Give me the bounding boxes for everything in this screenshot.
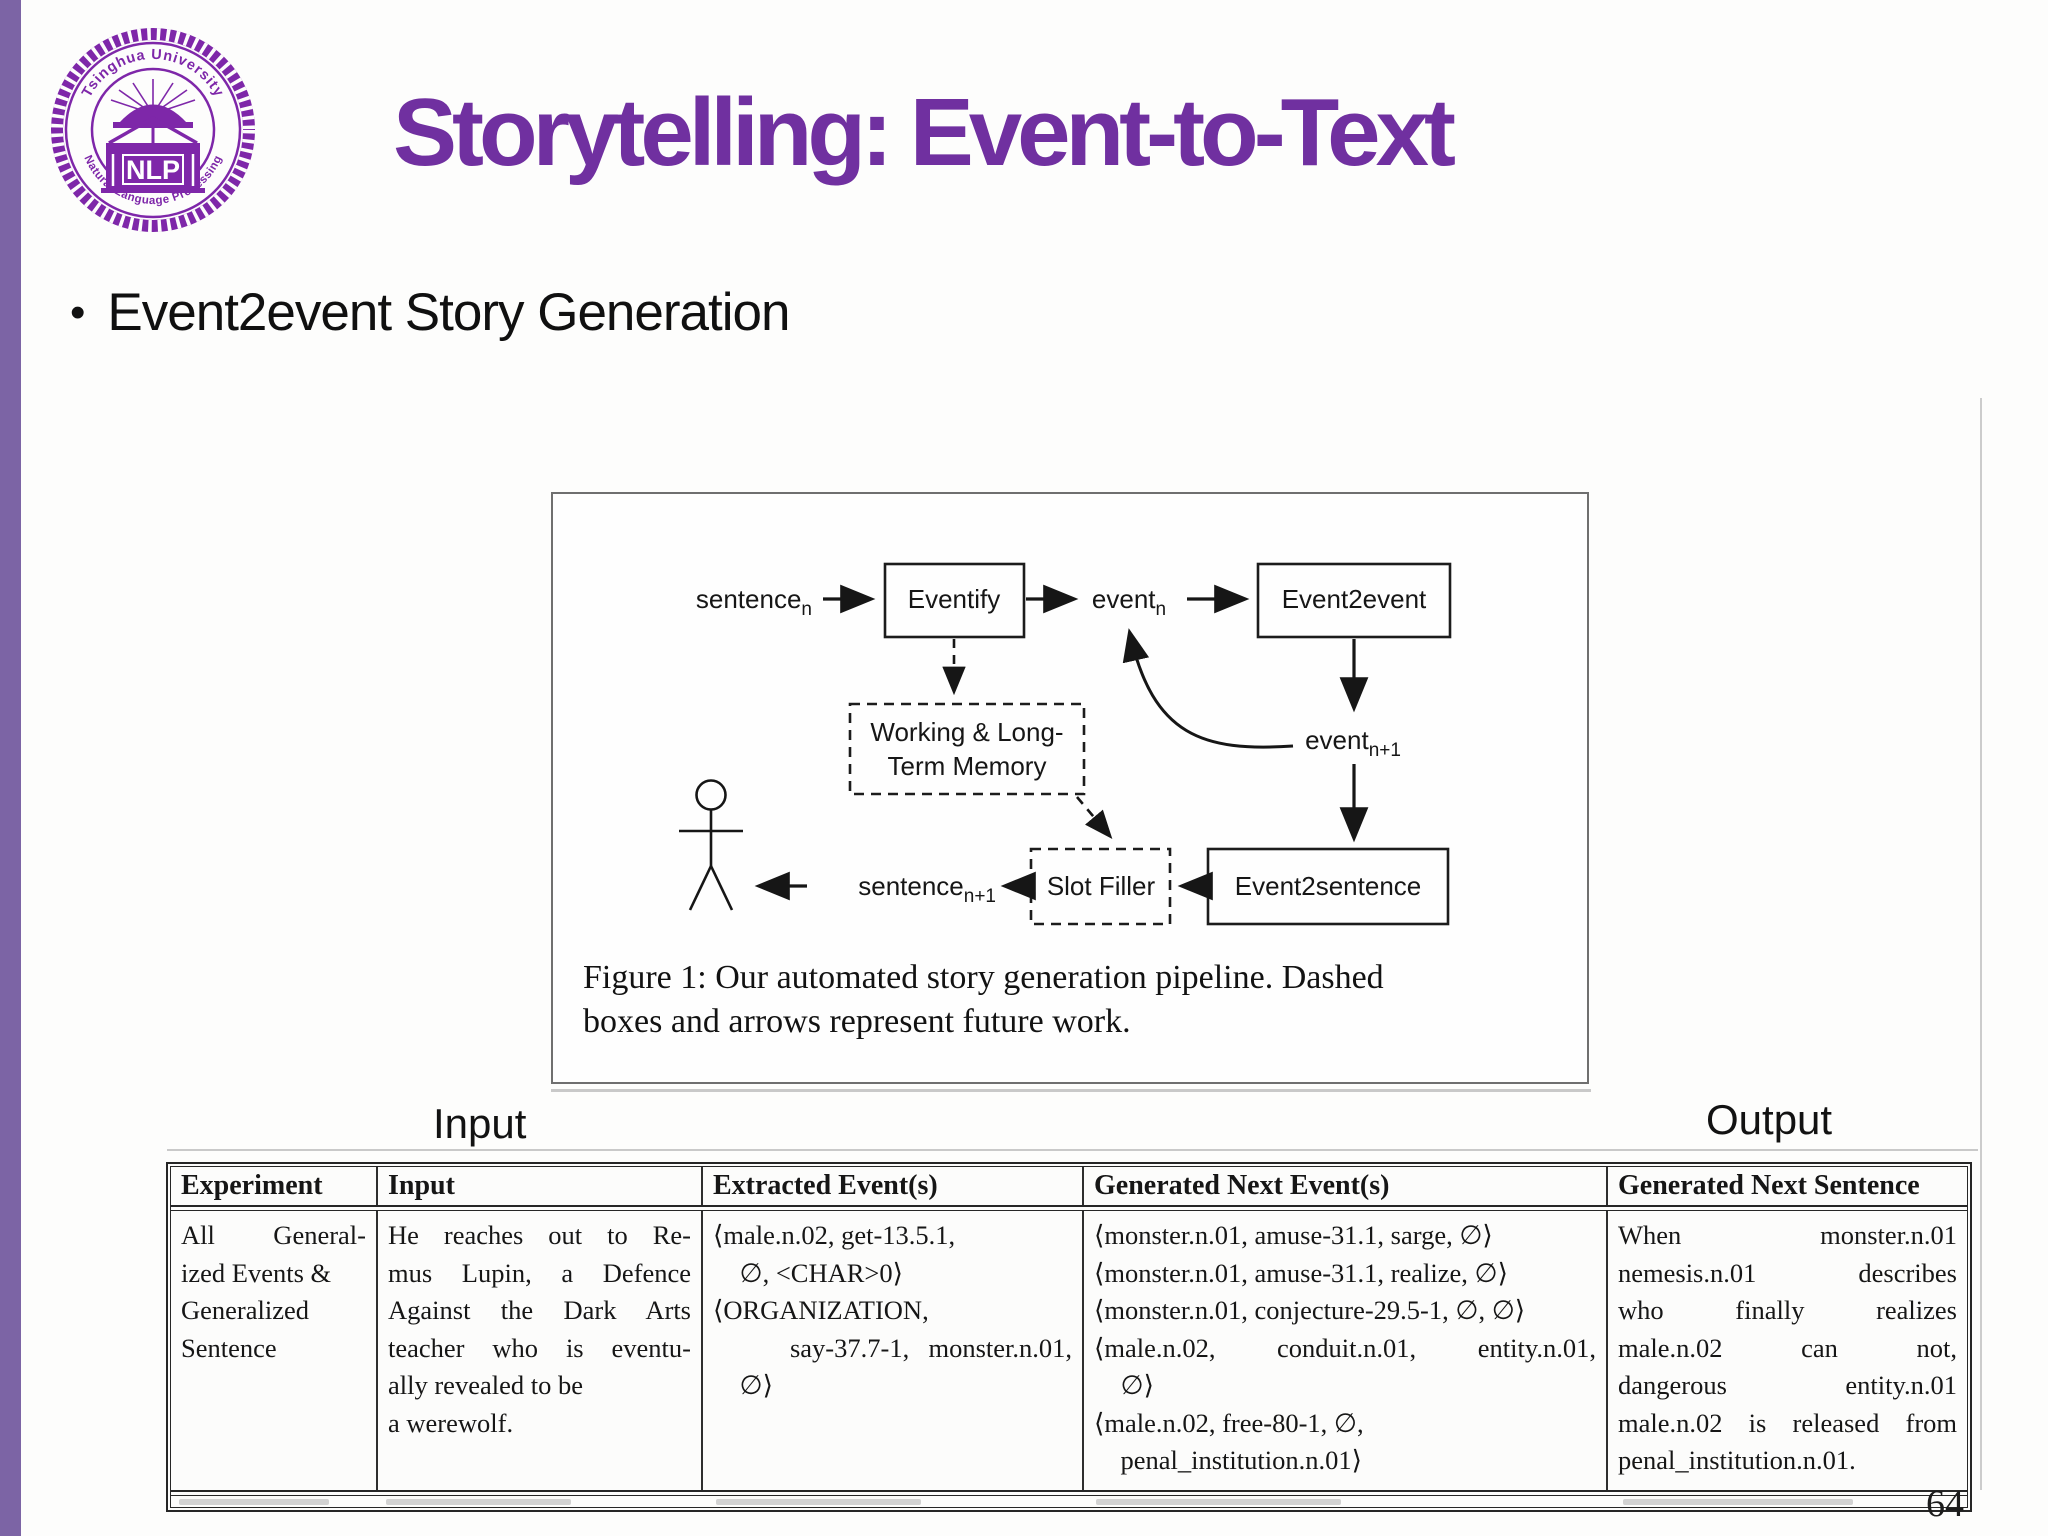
table-cell-line: ized Events &: [181, 1257, 332, 1288]
cell-generated-next-sentence: When monster.n.01 nemesis.n.01 describes w…: [1608, 1211, 1967, 1490]
content-right-edge-line: [1980, 398, 1982, 1490]
table-header-row: Experiment Input Extracted Event(s) Gene…: [171, 1167, 1967, 1207]
event-n-label: eventn: [1092, 584, 1166, 620]
person-icon: [679, 779, 743, 911]
table-cell-line: ⟨monster.n.01, amuse-31.1, realize, ∅⟩: [1094, 1257, 1508, 1288]
header-double-rule: [171, 1207, 1967, 1211]
column-header-generated-next-events: Generated Next Event(s): [1084, 1167, 1608, 1205]
sentence-n-label: sentencen: [696, 584, 812, 620]
table-cell-line: ⟨monster.n.01, conjecture-29.5-1, ∅, ∅⟩: [1094, 1295, 1526, 1325]
table-cell-line: All General-: [181, 1220, 366, 1250]
cell-input: He reaches out to Re-mus Lupin, a Defenc…: [378, 1211, 703, 1490]
table-cell-line: nemesis.n.01 describes: [1618, 1257, 1957, 1288]
table-cell-line: male.n.02 is released from: [1618, 1407, 1957, 1438]
column-header-experiment: Experiment: [171, 1167, 378, 1205]
table-cell-line: ∅⟩: [1094, 1370, 1154, 1400]
table-cell-line: ⟨monster.n.01, amuse-31.1, sarge, ∅⟩: [1094, 1220, 1493, 1250]
table-cell-line: teacher who is eventu-: [388, 1332, 691, 1363]
column-header-input: Input: [378, 1167, 703, 1205]
slot-filler-label: Slot Filler: [1047, 871, 1156, 901]
slot-filler-box: [1029, 847, 1172, 926]
table-cell-line: ⟨male.n.02, free-80-1, ∅,: [1094, 1407, 1364, 1438]
partial-row-smudge: [716, 1498, 921, 1505]
table-cell-line: ⟨male.n.02, conduit.n.01, entity.n.01,: [1094, 1332, 1596, 1363]
table-inner-frame: Experiment Input Extracted Event(s) Gene…: [170, 1166, 1968, 1508]
table-partial-next-row: [171, 1496, 1967, 1507]
input-annotation-label: Input: [433, 1100, 527, 1147]
table-cell-line: ally revealed to be: [388, 1370, 583, 1400]
partial-row-smudge: [386, 1498, 571, 1505]
table-cell-line: ⟨male.n.02, get-13.5.1,: [713, 1220, 956, 1250]
memory-box: [848, 702, 1086, 796]
memory-label-line2: Term Memory: [888, 751, 1047, 781]
table-cell-line: Against the Dark Arts: [388, 1295, 691, 1325]
sentence-n1-label: sentencen+1: [858, 871, 996, 907]
partial-row-smudge: [1623, 1498, 1853, 1505]
curved-arrow-event-n1-to-event-n: [1122, 628, 1294, 749]
page-title: Storytelling: Event-to-Text: [393, 79, 1456, 186]
table-cell-line: penal_institution.n.01.: [1618, 1445, 1856, 1475]
footer-double-rule: [171, 1492, 1967, 1496]
table-cell-line: male.n.02 can not,: [1618, 1332, 1957, 1363]
dashed-arrow-memory-to-slotfiller: [1076, 796, 1113, 839]
table-cell-line: who finally realizes: [1618, 1295, 1957, 1325]
table-cell-line: say-37.7-1, monster.n.01,: [713, 1332, 1072, 1363]
event2event-label: Event2event: [1282, 584, 1427, 614]
table-cell-line: mus Lupin, a Defence: [388, 1257, 691, 1288]
logo-emblem-icon: Tsinghua University Natural Language Pro…: [51, 28, 255, 232]
table-cell-line: Sentence: [181, 1332, 277, 1363]
svg-text:NLP: NLP: [126, 155, 180, 185]
table-cell-line: a werewolf.: [388, 1407, 514, 1438]
table-cell-line: When monster.n.01: [1618, 1220, 1957, 1250]
eventify-box: [883, 562, 1026, 639]
column-header-generated-next-sentence: Generated Next Sentence: [1618, 1170, 1920, 1201]
table-cell-line: He reaches out to Re-: [388, 1220, 691, 1250]
event2sentence-label: Event2sentence: [1235, 871, 1421, 901]
slide-accent-sidebar: [0, 0, 21, 1536]
event-n1-label: eventn+1: [1305, 725, 1401, 761]
output-annotation-label: Output: [1706, 1096, 1833, 1143]
pipeline-figure: sentencen Eventify eventn Event2event Wo…: [551, 492, 1589, 1084]
partial-row-smudge: [179, 1498, 329, 1505]
table-outer-frame: Experiment Input Extracted Event(s) Gene…: [166, 1162, 1972, 1512]
table-cell-line: ∅⟩: [713, 1370, 773, 1400]
figure-caption-line2: boxes and arrows represent future work.: [583, 1003, 1131, 1040]
table-top-edge-line: [167, 1149, 1978, 1151]
table-cell-line: ⟨ORGANIZATION,: [713, 1295, 929, 1325]
bullet-text: Event2event Story Generation: [107, 283, 790, 342]
cell-generated-next-events: ⟨monster.n.01, amuse-31.1, sarge, ∅⟩ ⟨mon…: [1084, 1211, 1608, 1490]
tsinghua-nlp-logo: Tsinghua University Natural Language Pro…: [50, 24, 256, 236]
pipeline-diagram: sentencen Eventify eventn Event2event Wo…: [679, 562, 1452, 926]
figure-shadow-line: [551, 1089, 1591, 1092]
table-cell-line: Generalized: [181, 1295, 309, 1325]
table-cell-line: penal_institution.n.01⟩: [1094, 1445, 1362, 1475]
column-header-extracted-events: Extracted Event(s): [703, 1167, 1084, 1205]
page-number: 64: [1926, 1483, 1964, 1525]
partial-row-smudge: [1096, 1498, 1341, 1505]
bullet-marker: •: [70, 288, 86, 337]
table-cell-line: ∅, <CHAR>0⟩: [713, 1257, 903, 1288]
bullet-item: • Event2event Story Generation: [70, 280, 790, 346]
eventify-label: Eventify: [908, 584, 1001, 614]
results-table: Experiment Input Extracted Event(s) Gene…: [166, 1162, 1972, 1512]
table-cell-line: dangerous entity.n.01: [1618, 1370, 1957, 1400]
figure-caption-line1: Figure 1: Our automated story generation…: [583, 959, 1384, 996]
memory-label-line1: Working & Long-: [870, 717, 1063, 747]
event2event-box: [1256, 562, 1452, 639]
event2sentence-box: [1206, 847, 1450, 926]
cell-extracted-events: ⟨male.n.02, get-13.5.1, ∅, <CHAR>0⟩ ⟨ORGA…: [703, 1211, 1084, 1490]
